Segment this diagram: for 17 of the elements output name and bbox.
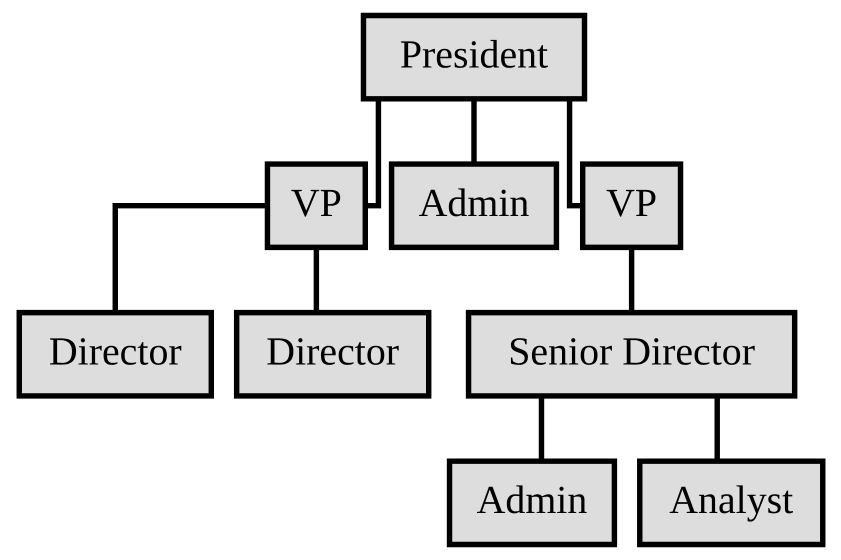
connector bbox=[365, 99, 381, 208]
connector bbox=[112, 203, 267, 312]
connector bbox=[566, 99, 582, 208]
node-box: VP bbox=[264, 161, 368, 250]
node-box: VP bbox=[579, 161, 683, 250]
node-box: Admin bbox=[388, 161, 559, 250]
connector bbox=[313, 248, 319, 313]
node-box: President bbox=[360, 12, 587, 102]
connector bbox=[470, 99, 476, 164]
connector bbox=[538, 396, 544, 462]
connector bbox=[714, 396, 720, 462]
node-box: Analyst bbox=[636, 458, 825, 548]
node-box: Admin bbox=[446, 458, 617, 548]
node-box: Director bbox=[233, 310, 431, 399]
connector bbox=[628, 248, 634, 313]
node-box: Senior Director bbox=[465, 310, 797, 399]
node-box: Director bbox=[16, 310, 214, 399]
